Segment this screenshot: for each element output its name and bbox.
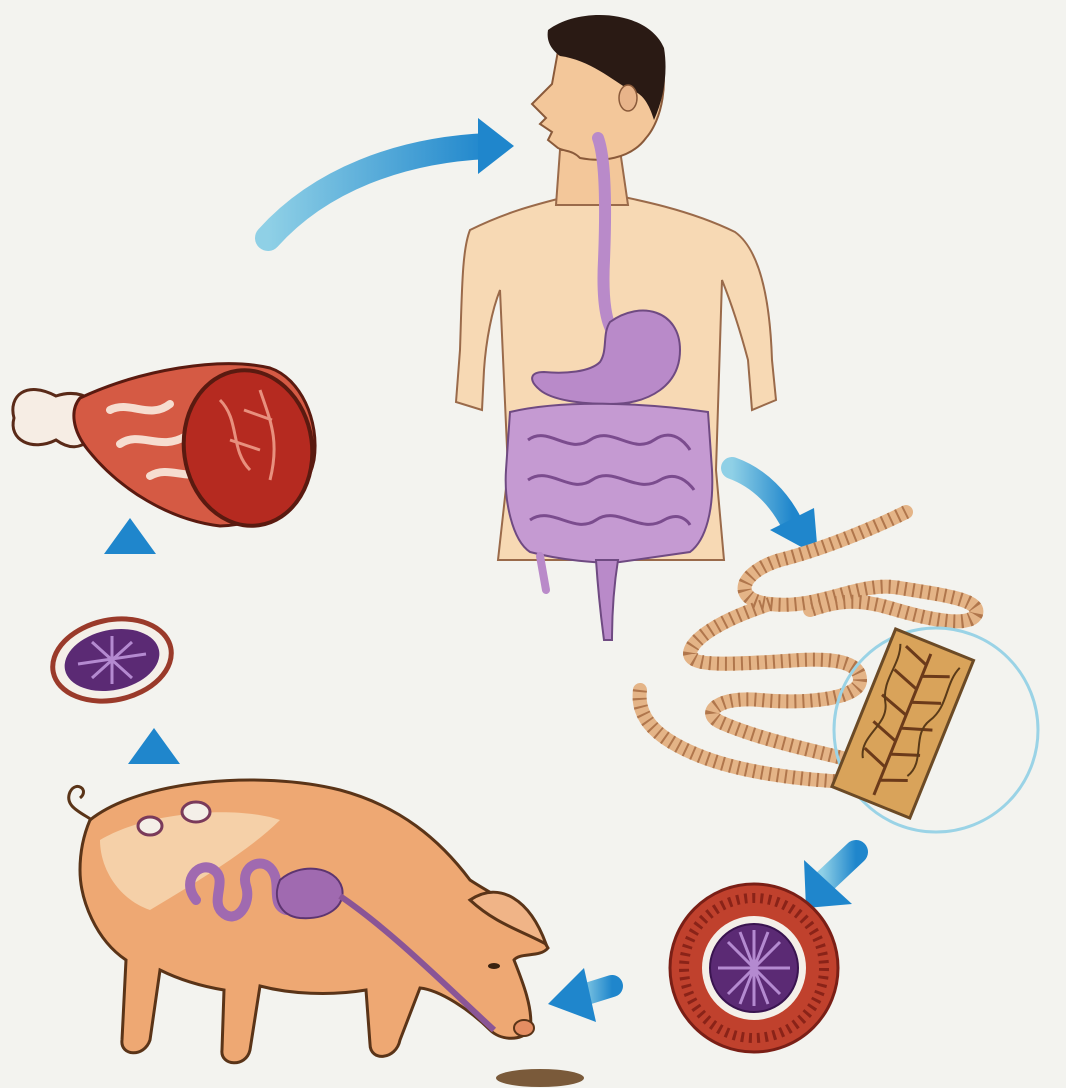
arrow-cyst-to-meat	[104, 518, 156, 580]
pig-snout	[514, 1020, 534, 1036]
pig-cyst	[182, 802, 210, 822]
human-appendix	[540, 556, 546, 590]
pig-host	[69, 780, 584, 1087]
human-ear	[619, 85, 637, 111]
arrow-worm-to-egg	[804, 852, 856, 908]
pig-stomach	[277, 869, 343, 919]
pig-tail	[69, 786, 92, 820]
parasite-egg	[670, 884, 838, 1052]
arrow-human-to-worm	[732, 468, 818, 556]
human-intestine	[506, 404, 713, 563]
pig-eye	[488, 963, 500, 969]
arrow-pig-to-cyst	[128, 728, 180, 792]
cysticercus-cyst	[45, 608, 179, 711]
pork-meat	[13, 362, 322, 534]
feces-pile	[496, 1069, 584, 1087]
proglottid-segment	[832, 629, 974, 818]
human-host	[456, 15, 776, 640]
arrow-meat-to-human	[268, 118, 514, 238]
human-colon	[596, 560, 618, 640]
pig-cyst	[138, 817, 162, 835]
arrow-egg-to-pig	[548, 968, 612, 1022]
